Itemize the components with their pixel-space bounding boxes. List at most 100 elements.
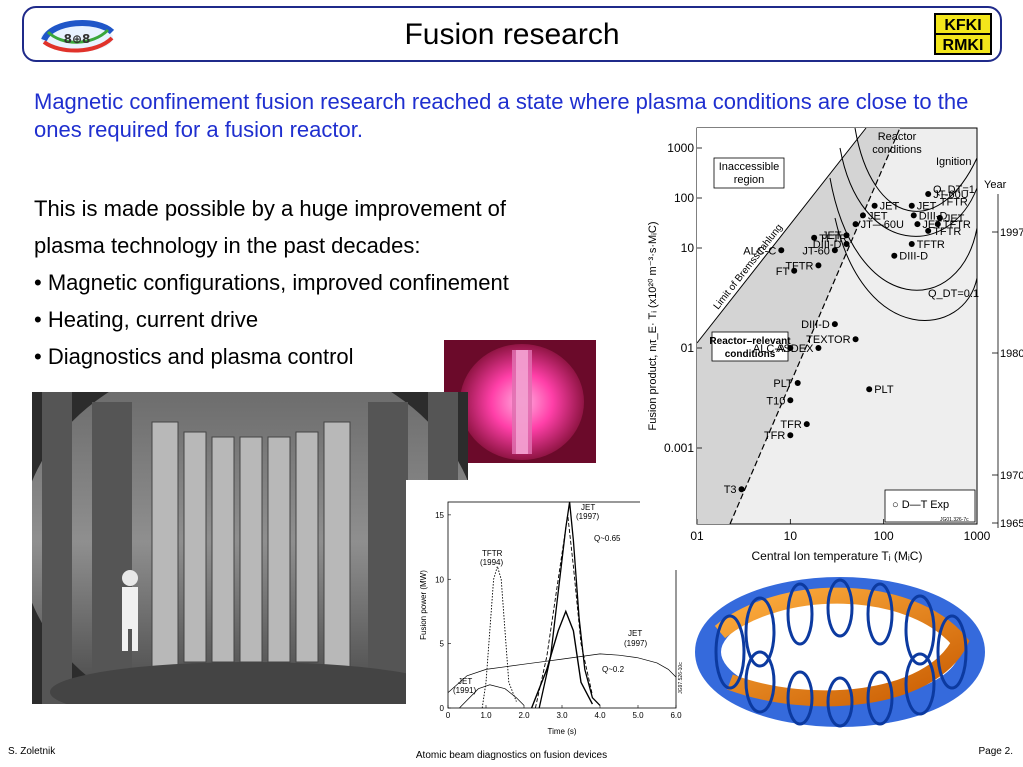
data-point (866, 386, 873, 393)
label-jet-1991-year: (1991) (453, 686, 476, 695)
label-reactor-relevant: Reactor–relevant (709, 336, 791, 347)
legend-dt: ○ D—T Exp (892, 499, 949, 511)
label-jet-1991: JET (458, 677, 472, 686)
lawson-y-tick: 01 (681, 341, 695, 355)
label-jet-1997-right-year: (1997) (624, 639, 647, 648)
kfki-rmki-logo: KFKI RMKI (934, 13, 992, 55)
data-point-label: PLT (874, 384, 894, 396)
data-point (908, 241, 915, 248)
logo-text: 8⊕8 (64, 32, 91, 46)
swirl-logo-icon: 8⊕8 (41, 20, 115, 53)
lawson-diagram: Inaccessible region Reactor conditions I… (640, 118, 1023, 570)
lawson-x-tick: 10 (784, 529, 798, 543)
data-point-label: ASDEX (776, 343, 814, 355)
data-point-label: TFTR (819, 233, 847, 245)
power-x-axis-label: Time (s) (547, 727, 576, 736)
label-q065: Q~0.65 (594, 534, 621, 543)
year-tick-1980: 1980 (1000, 348, 1023, 360)
power-y-tick: 10 (435, 575, 444, 584)
data-point-label: TFTR (940, 197, 968, 209)
lawson-y-axis-label: Fusion product, nᵢτ_E· Tᵢ (x10²⁰ m⁻³·s·M… (647, 221, 659, 430)
data-point-label: JET (945, 213, 965, 225)
label-tftr-year: (1994) (480, 558, 503, 567)
lead-line-2: plasma technology in the past decades: (34, 233, 421, 258)
data-point (910, 212, 917, 219)
data-point (787, 432, 794, 439)
data-point (843, 232, 850, 239)
lawson-x-tick: 1000 (964, 529, 991, 543)
jet-1997-lower-curve (530, 609, 594, 709)
power-x-tick: 1.0 (480, 711, 492, 720)
intro-paragraph: Magnetic confinement fusion research rea… (34, 89, 969, 142)
data-point (934, 221, 941, 228)
data-point (831, 321, 838, 328)
tftr-1994-curve (481, 564, 517, 709)
data-point-label: ALC-A (753, 343, 786, 355)
power-y-tick: 5 (440, 640, 445, 649)
lawson-y-tick: 1000 (667, 141, 694, 155)
lead-line-1: This is made possible by a huge improvem… (34, 196, 507, 221)
power-x-tick: 4.0 (594, 711, 606, 720)
region-inaccessible-2: region (734, 174, 765, 186)
data-point-label: FT (776, 266, 790, 278)
data-point-label: PLT (773, 378, 793, 390)
year-axis-label: Year (984, 179, 1007, 191)
data-point (791, 267, 798, 274)
footer-author: S. Zoletnik (8, 746, 56, 757)
data-point (925, 191, 932, 198)
footer-page-number: Page 2. (978, 746, 1013, 757)
plasma-photo (444, 340, 596, 463)
jet-1997-peak-curve (538, 501, 601, 709)
data-point-label: JET (822, 230, 842, 242)
conference-logo: 8⊕8 (38, 16, 116, 56)
data-point (852, 336, 859, 343)
stellarator-coil-image (690, 572, 990, 732)
label-qdt01: Q_DT=0.1 (928, 288, 979, 300)
data-point (843, 241, 850, 248)
lawson-y-tick: 100 (674, 191, 694, 205)
data-point-label: DIII-D (899, 251, 928, 263)
label-reactor-relevant-2: conditions (725, 349, 776, 360)
power-x-tick: 2.0 (518, 711, 530, 720)
power-x-tick: 3.0 (556, 711, 568, 720)
data-point-label: TFTR (917, 239, 945, 251)
data-point (914, 221, 921, 228)
data-point (803, 421, 810, 428)
power-y-tick: 15 (435, 511, 444, 520)
data-point (787, 397, 794, 404)
data-point (811, 234, 818, 241)
data-point-label: JT-60U (933, 189, 969, 201)
data-point-label: TEXTOR (806, 334, 850, 346)
data-point-label: DIII-D (801, 319, 830, 331)
label-jet-1997-top: JET (581, 503, 595, 512)
power-x-tick: 5.0 (632, 711, 644, 720)
year-tick-1997: 1997 (1000, 227, 1023, 239)
data-point-label: T3 (724, 484, 737, 496)
data-point-label: TFTR (933, 226, 961, 238)
data-point (925, 227, 932, 234)
lawson-y-tick: 0.001 (664, 441, 694, 455)
data-point (852, 221, 859, 228)
data-point (891, 252, 898, 259)
data-point-label: JET (880, 201, 900, 213)
data-point-label: JET (868, 210, 888, 222)
header-bar: 8⊕8 Fusion research KFKI RMKI (22, 6, 1002, 62)
jet-1997-long-pulse-curve (447, 653, 677, 693)
label-jet-1997-right: JET (628, 629, 642, 638)
year-tick-1970: 1970 (1000, 470, 1023, 482)
bullet-item: • Heating, current drive (34, 307, 259, 332)
power-y-tick: 0 (440, 704, 445, 713)
label-jet-1997-top-year: (1997) (576, 512, 599, 521)
data-point (738, 486, 745, 493)
vessel-interior-photo (32, 392, 468, 704)
jet-1991-curve (459, 684, 525, 709)
page-title: Fusion research (404, 18, 620, 51)
label-q02: Q~0.2 (602, 665, 625, 674)
lawson-x-axis-label: Central Ion temperature Tᵢ (MᵢC) (752, 549, 923, 563)
data-point-label: TFTR (785, 260, 813, 272)
data-point-label: JT-60 (802, 245, 830, 257)
logo-top-text: KFKI (944, 17, 981, 34)
data-point-label: ALC-C (743, 245, 776, 257)
data-point (815, 262, 822, 269)
power-chart-code: JG97.526-10c (678, 662, 684, 694)
